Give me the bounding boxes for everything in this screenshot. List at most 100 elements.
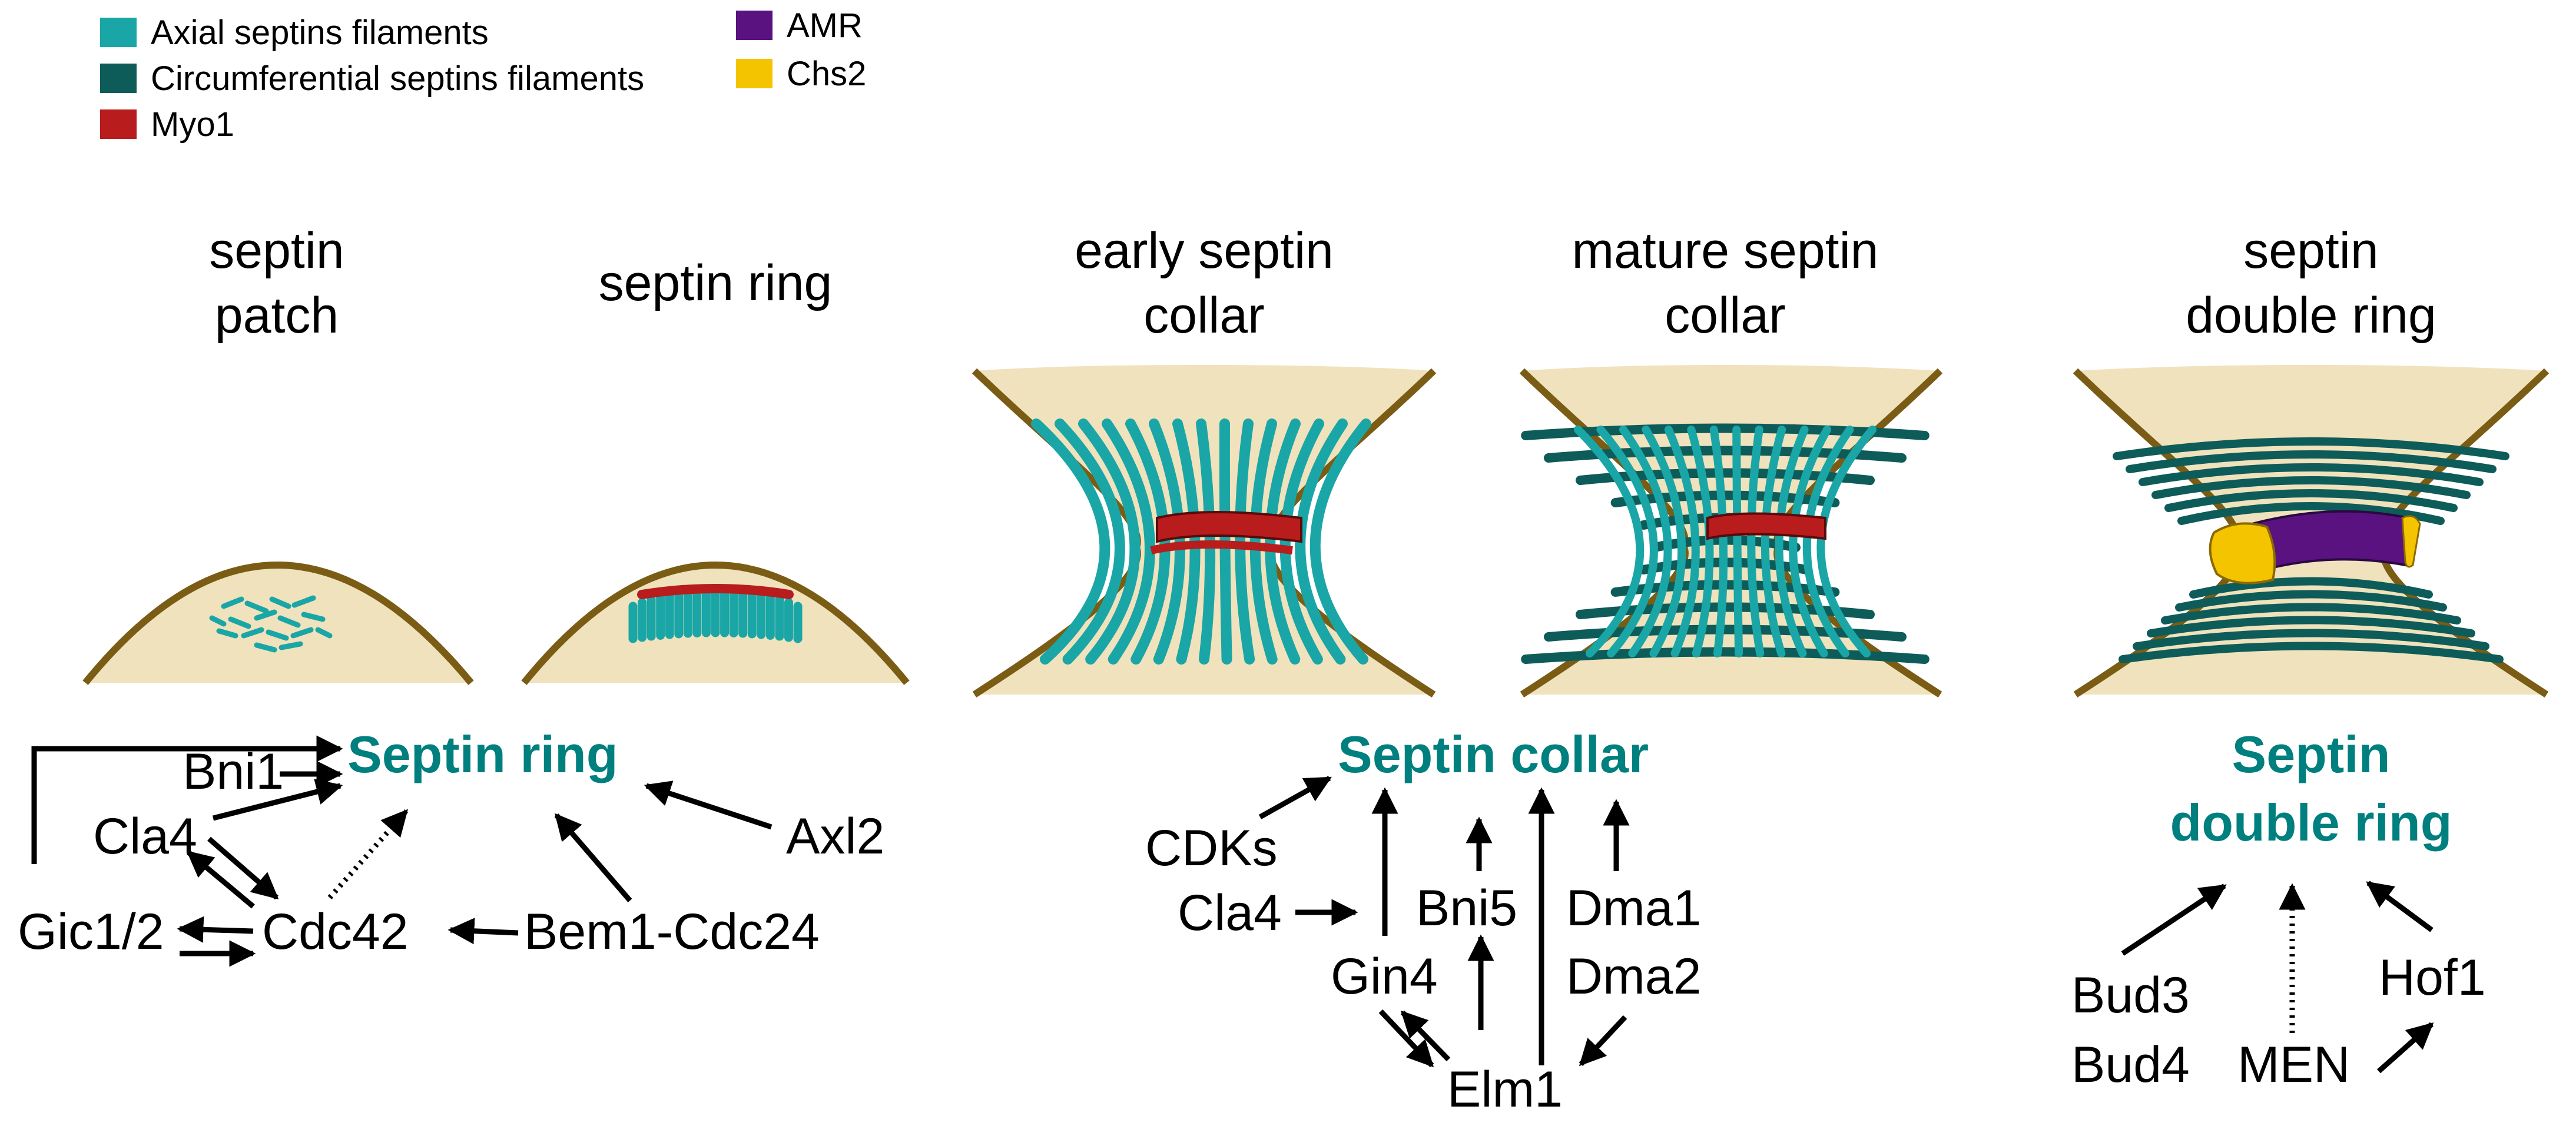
mature-collar-axial-filament — [1596, 426, 1658, 657]
edge-cdks-to-collar — [1258, 776, 1332, 819]
node-gic12: Gic1/2 — [18, 904, 164, 960]
mature-collar-axial-filament — [1816, 426, 1877, 657]
node-cla4: Cla4 — [93, 808, 197, 865]
mature-collar-axial-filament — [1775, 426, 1809, 657]
node-bud4: Bud4 — [2071, 1037, 2190, 1093]
legend-item-circumferential: Circumferential septins filaments — [100, 59, 644, 98]
mature-collar-axial-filament — [1574, 426, 1645, 657]
mature-collar-axial-filament — [1687, 426, 1714, 657]
node-axl2: Axl2 — [786, 808, 884, 865]
node-cla4-collar: Cla4 — [1178, 885, 1282, 941]
double-ring-lower-filament — [2119, 642, 2504, 663]
double-ring-upper-ring — [2113, 437, 2509, 525]
double-ring-lower-filament — [2147, 616, 2475, 637]
legend-swatch-axial — [100, 18, 137, 47]
legend-swatch-amr — [736, 11, 773, 40]
network-double-title-2: double ring — [2170, 793, 2452, 852]
double-ring-chs2 — [2209, 522, 2276, 584]
double-ring-lower-filament — [2161, 603, 2461, 625]
edge-bem1-to-cdc42 — [447, 918, 519, 945]
mature-collar-axial-filament — [1664, 426, 1700, 657]
node-bni1: Bni1 — [183, 743, 284, 800]
legend-label-myo1: Myo1 — [151, 105, 234, 144]
edge-bud-to-double-ring — [2121, 883, 2227, 956]
node-dma2: Dma2 — [1566, 948, 1701, 1005]
double-ring-lower-filament — [2189, 577, 2433, 599]
mature-collar-axial-filament — [1732, 426, 1743, 657]
legend-item-chs2: Chs2 — [736, 55, 866, 93]
node-bni5: Bni5 — [1416, 880, 1517, 936]
mature-collar-axial-filament — [1709, 426, 1728, 657]
edge-dma2-to-elm1 — [1579, 1015, 1627, 1067]
double-ring-upper-filament — [2177, 502, 2445, 525]
mature-collar-axial-filament — [1789, 426, 1832, 657]
stage-title-mature-collar-1: mature septin — [1572, 222, 1878, 279]
stage-title-early-collar-1: early septin — [1075, 222, 1334, 279]
node-cdc42: Cdc42 — [262, 904, 409, 960]
patch-filaments — [209, 595, 333, 653]
early-collar-axial-filament — [1078, 418, 1141, 665]
ring-membrane — [521, 562, 910, 685]
edge-cdc42-to-gic — [177, 916, 254, 943]
double-ring-upper-filament — [2113, 437, 2509, 460]
stage-early-collar-illustration — [972, 365, 1437, 698]
stage-title-double-ring-1: septin — [2243, 222, 2379, 279]
legend-label-axial: Axial septins filaments — [151, 14, 489, 52]
stage-ring-illustration — [521, 562, 910, 685]
network-septin-double-ring: Septin double ring Bud3 Bud4 MEN Hof1 — [2071, 725, 2486, 1093]
double-ring-upper-filament — [2164, 489, 2458, 512]
legend-label-circumferential: Circumferential septins filaments — [151, 59, 644, 98]
mature-collar-axial-filament — [1642, 426, 1686, 657]
legend-swatch-myo1 — [100, 109, 137, 139]
legend-item-myo1: Myo1 — [100, 105, 234, 144]
edge-axl2-to-ring — [644, 780, 773, 830]
legend-label-chs2: Chs2 — [787, 55, 866, 93]
network-double-title-1: Septin — [2232, 725, 2391, 783]
stage-title-double-ring-2: double ring — [2186, 287, 2436, 344]
double-ring-upper-filament — [2151, 476, 2471, 499]
stage-title-patch-2: patch — [215, 287, 339, 344]
node-bem1-cdc24: Bem1-Cdc24 — [524, 904, 820, 960]
legend-item-amr: AMR — [736, 6, 863, 45]
edge-cla4-to-cdc42 — [207, 836, 279, 900]
double-ring-lower-filament — [2175, 590, 2447, 612]
mature-collar-axial-filament — [1802, 426, 1854, 657]
double-ring-lower-filament — [2133, 629, 2489, 650]
legend: Axial septins filaments Circumferential … — [100, 6, 866, 144]
node-cdks: CDKs — [1145, 820, 1278, 876]
stage-mature-collar-illustration — [1519, 365, 1943, 698]
edge-cdc42-to-ring-dotted — [327, 809, 409, 899]
double-ring-lower-ring — [2119, 577, 2504, 663]
mature-collar-axial-filaments — [1574, 426, 1877, 657]
early-collar-axial-filament — [1309, 418, 1371, 665]
edge-cla4-to-ring — [212, 779, 343, 821]
stage-titles: septin patch septin ring early septin co… — [209, 222, 2436, 344]
network-septin-collar: Septin collar CDKs Cla4 Bni5 Dma1 Dma2 G… — [1145, 725, 1701, 1118]
mature-collar-axial-filament — [1747, 426, 1765, 657]
early-collar-myo1 — [1156, 511, 1302, 543]
edge-cdc42-to-cla4 — [186, 850, 255, 909]
stage-title-ring-1: septin ring — [599, 255, 833, 311]
edge-men-to-hof1 — [2377, 1022, 2434, 1074]
double-ring-upper-filament — [2139, 463, 2484, 486]
node-bud3: Bud3 — [2071, 967, 2190, 1024]
early-collar-axial-filament — [1102, 418, 1155, 665]
node-dma1: Dma1 — [1566, 880, 1701, 936]
edge-hof1-to-double-ring — [2366, 881, 2434, 932]
legend-swatch-circumferential — [100, 64, 137, 93]
stage-double-ring-illustration — [2073, 365, 2550, 698]
network-septin-ring: Septin ring Bni1 Cla4 Gic1/2 Cdc42 Bem1-… — [18, 725, 884, 967]
early-collar-axial-filament — [1055, 418, 1125, 665]
legend-swatch-chs2 — [736, 59, 773, 88]
network-ring-title: Septin ring — [347, 725, 618, 783]
legend-item-axial: Axial septins filaments — [100, 14, 489, 52]
early-collar-axial-filament — [1031, 418, 1110, 665]
mature-collar-axial-filament — [1619, 426, 1672, 657]
edge-elm1-to-gin4 — [1400, 1010, 1451, 1062]
double-ring-upper-filament — [2126, 450, 2497, 473]
stage-title-patch-1: septin — [209, 222, 344, 279]
node-men: MEN — [2237, 1037, 2350, 1093]
mature-collar-axial-filament — [1761, 426, 1786, 657]
stage-patch-illustration — [82, 562, 474, 685]
